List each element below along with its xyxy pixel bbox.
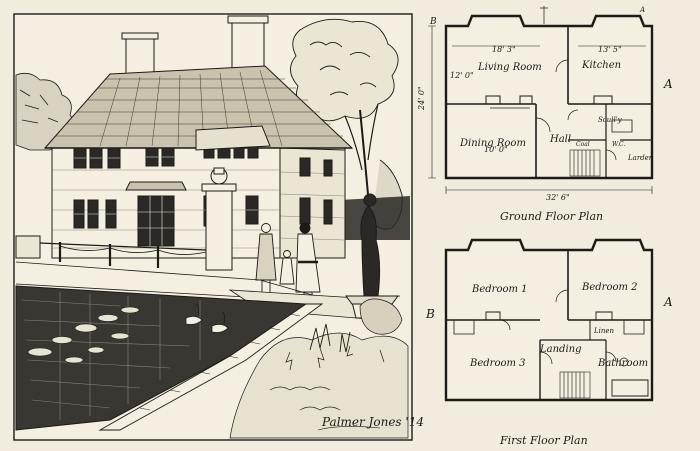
room-bedroom-2: Bedroom 2 bbox=[581, 282, 638, 293]
room-bathroom: Bathroom bbox=[597, 358, 648, 369]
dim-living-width: 18' 3" bbox=[492, 45, 516, 54]
ground-floor-caption: Ground Floor Plan bbox=[500, 210, 603, 223]
room-landing: Landing bbox=[539, 344, 581, 355]
ground-floor-plan bbox=[428, 6, 654, 194]
marker-b-ground: B bbox=[429, 17, 437, 27]
dim-height: 24' 0" bbox=[417, 86, 426, 111]
room-larder: Larder bbox=[627, 154, 653, 162]
pool bbox=[15, 285, 324, 431]
house bbox=[15, 15, 354, 271]
first-floor-plan bbox=[444, 238, 654, 402]
room-linen: Linen bbox=[593, 327, 615, 335]
first-floor-caption: First Floor Plan bbox=[499, 434, 588, 447]
room-dining: Dining Room bbox=[459, 138, 526, 149]
first-floor-labels: Bedroom 1 Bedroom 2 Bedroom 3 Landing Ba… bbox=[425, 282, 673, 447]
room-bedroom-1: Bedroom 1 bbox=[471, 284, 528, 295]
room-coal: Coal bbox=[576, 141, 590, 148]
marker-a-ground: A bbox=[663, 77, 673, 91]
dim-dining-depth: 10' 0" bbox=[484, 145, 508, 154]
dim-overall-width: 32' 6" bbox=[546, 193, 570, 202]
ground-floor-labels: Living Room Kitchen Dining Room Hall Lar… bbox=[417, 6, 673, 223]
room-scullery: Scull'y bbox=[598, 116, 623, 124]
room-living: Living Room bbox=[477, 62, 542, 73]
marker-a-top: A bbox=[639, 6, 645, 14]
artist-signature: Palmer Jones '14 bbox=[321, 415, 424, 429]
room-bedroom-3: Bedroom 3 bbox=[469, 358, 526, 369]
dim-living-depth: 12' 0" bbox=[450, 71, 474, 80]
room-hall: Hall bbox=[549, 134, 571, 145]
marker-b-first: B bbox=[425, 307, 435, 321]
shrubs bbox=[229, 298, 409, 439]
marker-a-first: A bbox=[663, 295, 673, 309]
room-kitchen: Kitchen bbox=[581, 60, 621, 71]
dim-kitchen-width: 13' 5" bbox=[598, 45, 622, 54]
room-wc: W.C. bbox=[612, 141, 625, 148]
figures bbox=[255, 222, 321, 300]
